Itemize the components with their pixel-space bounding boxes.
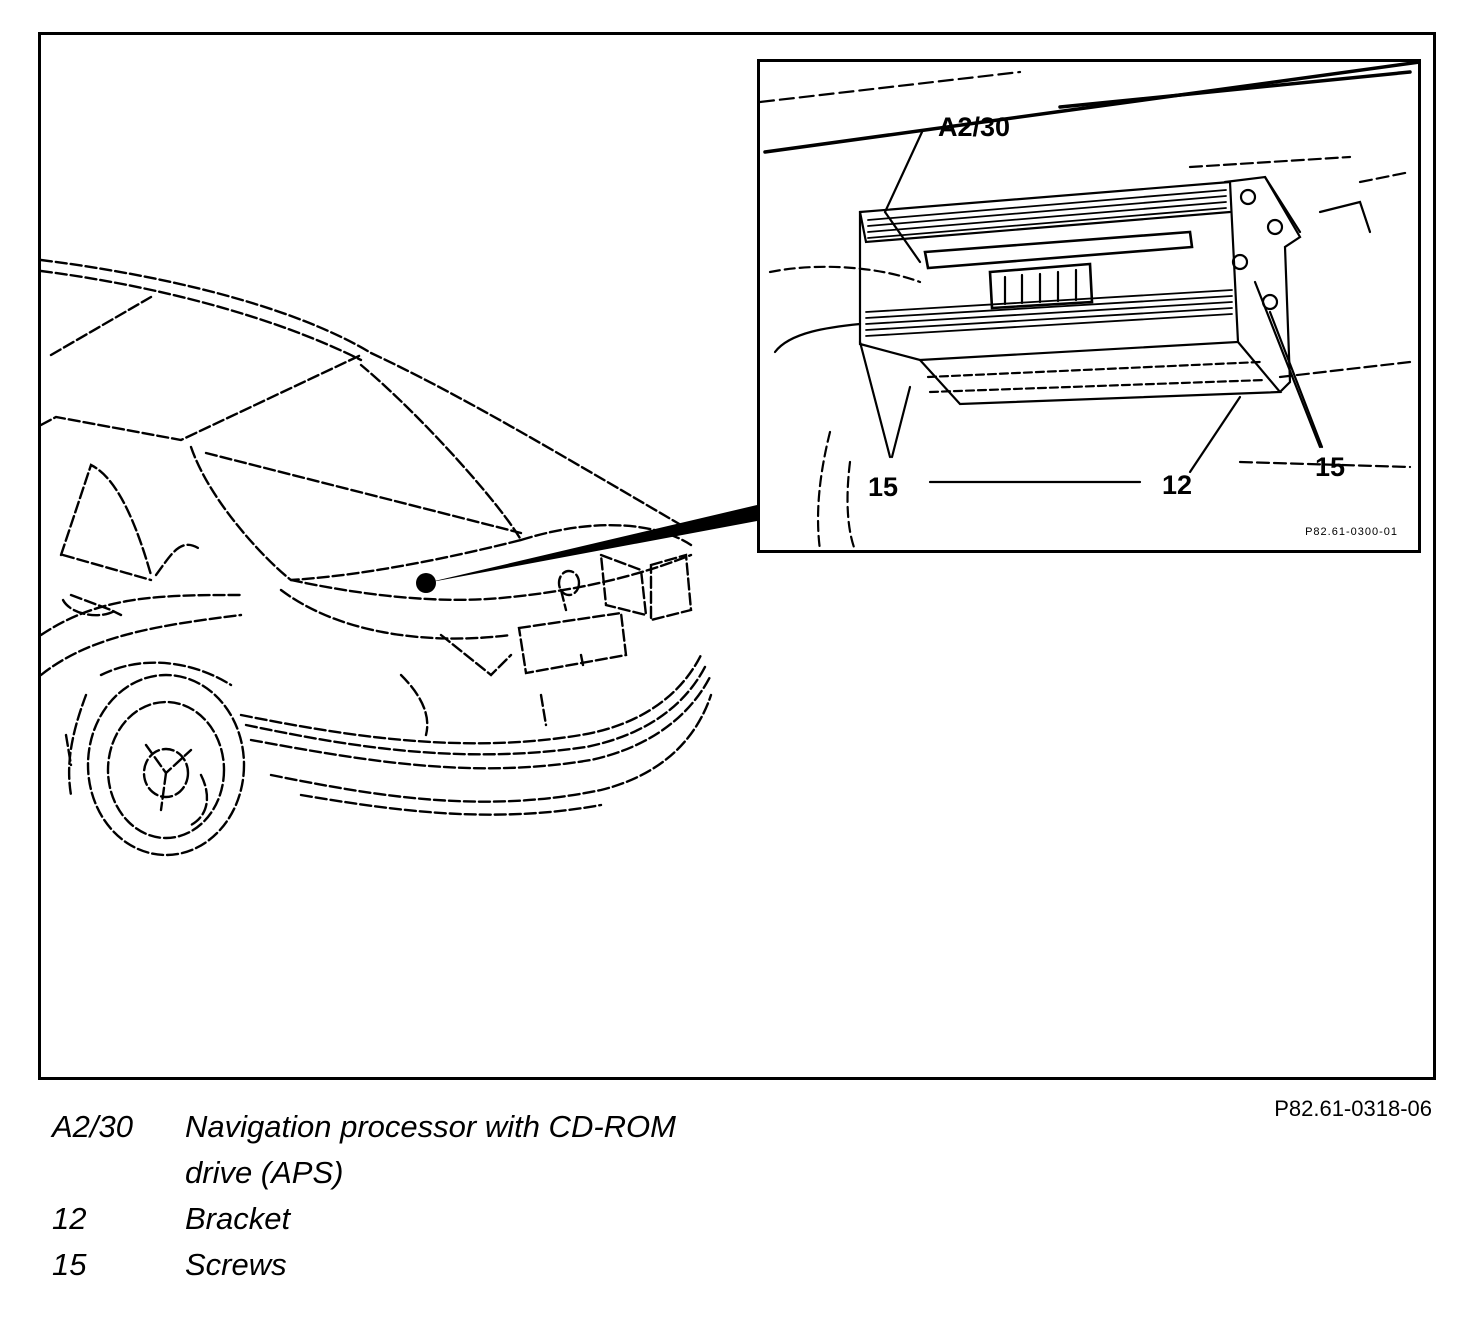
legend-item: A2/30 Navigation processor with CD-ROM d… [52,1104,745,1196]
legend-text: Bracket [185,1201,291,1236]
callout-12: 12 [1162,470,1193,500]
detail-inset: A2/30 15 12 15 P82.61-0300-01 [757,59,1421,553]
nav-processor-detail [760,62,1418,550]
legend-code: 12 [52,1201,87,1236]
figure-frame: A2/30 15 12 15 P82.61-0300-01 [38,32,1436,1080]
legend-text: Navigation processor with CD-ROM drive (… [185,1109,676,1190]
legend-item: 12 Bracket [52,1196,745,1242]
car-drawing [41,258,757,857]
legend-code: 15 [52,1247,87,1282]
callout-a2-30: A2/30 [938,112,1011,142]
legend: A2/30 Navigation processor with CD-ROM d… [52,1104,745,1288]
inset-figure-code: P82.61-0300-01 [1305,526,1398,538]
figure-code: P82.61-0318-06 [1274,1096,1432,1121]
legend-item: 15 Screws [52,1242,745,1288]
legend-text: Screws [185,1247,287,1282]
legend-code: A2/30 [52,1109,134,1144]
callout-15-right: 15 [1315,452,1346,482]
callout-15-left: 15 [868,472,899,502]
